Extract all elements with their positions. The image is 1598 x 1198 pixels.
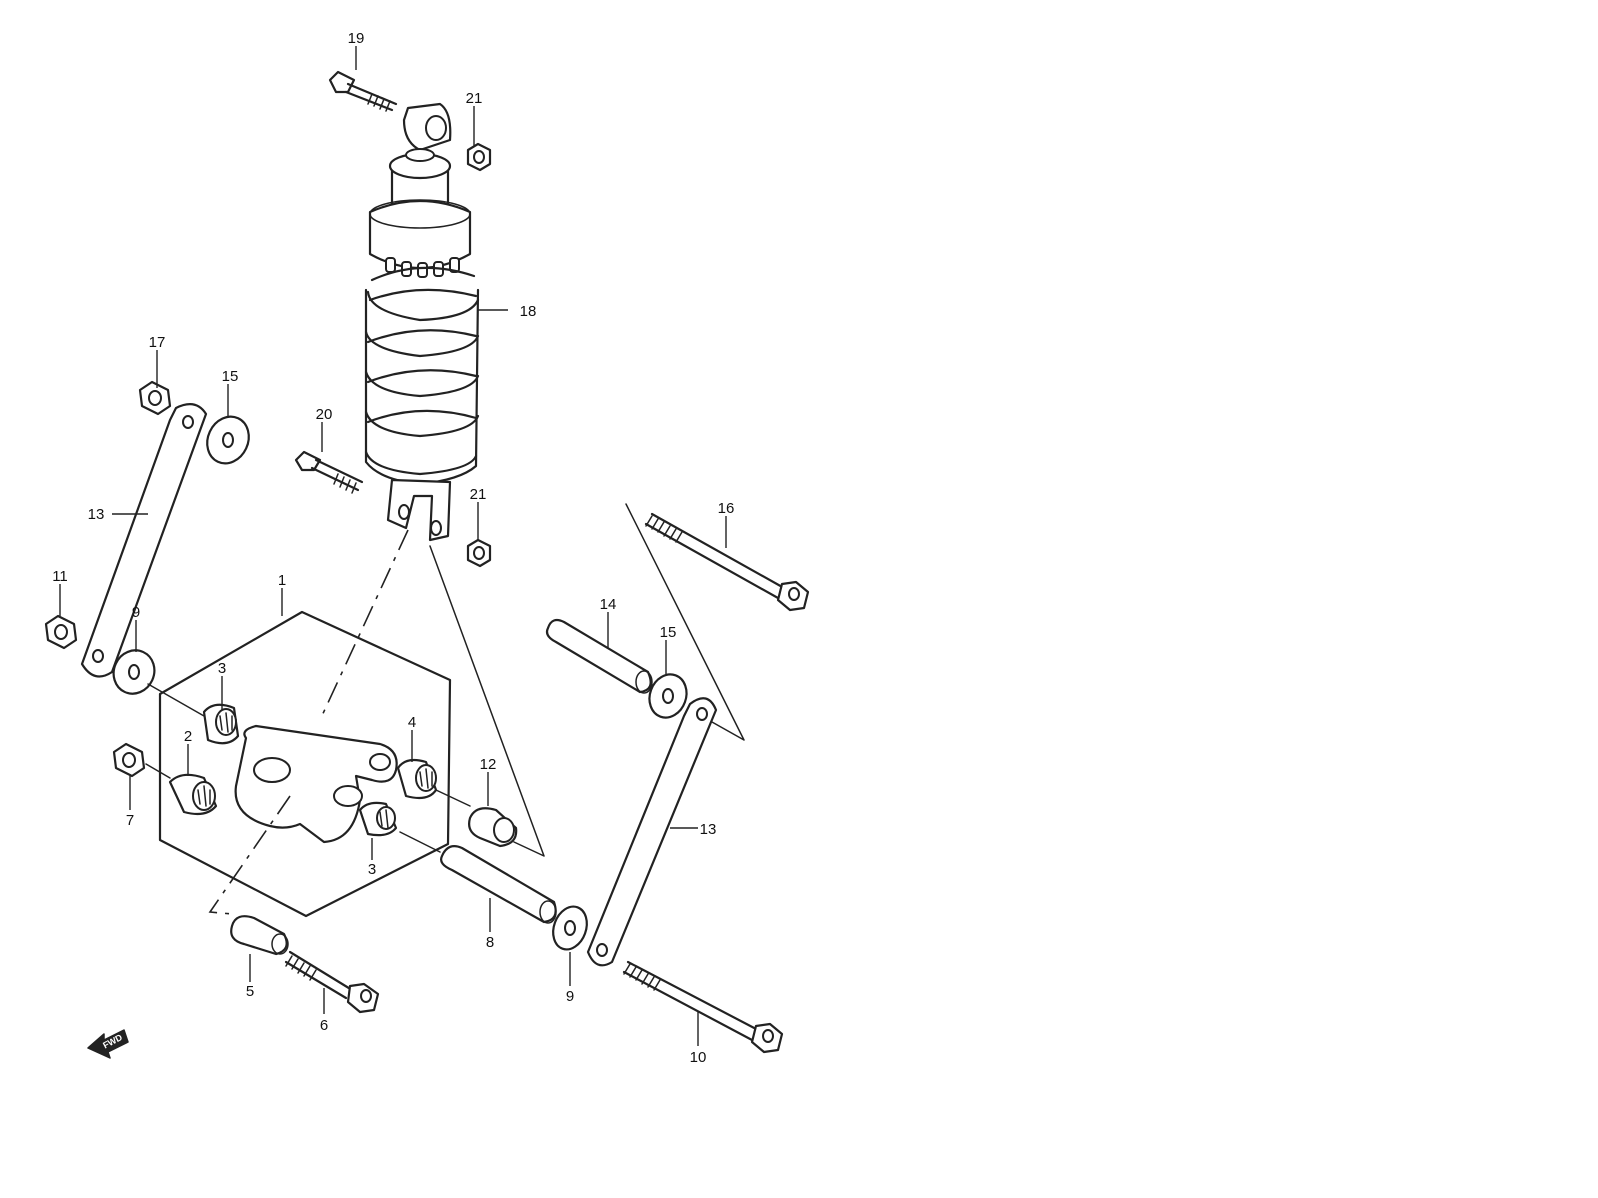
bearing-upper-right[interactable] <box>396 758 438 800</box>
spacer-12[interactable] <box>468 807 518 848</box>
lower-shock-bolt[interactable] <box>294 450 364 494</box>
callout-11: 11 <box>52 568 68 585</box>
assembly-guide-lines <box>145 503 745 915</box>
right-washer-upper[interactable] <box>644 669 693 723</box>
callout-8: 8 <box>486 934 494 951</box>
bearing-lower-left[interactable] <box>168 773 218 816</box>
callout-13-left: 13 <box>88 506 105 523</box>
cushion-lever[interactable] <box>234 724 398 844</box>
callout-leaders <box>59 46 727 1046</box>
callout-13-right: 13 <box>700 821 717 838</box>
left-cushion-rod[interactable] <box>80 403 208 678</box>
callout-15-right: 15 <box>660 624 677 641</box>
right-washer-lower[interactable] <box>547 902 592 954</box>
rear-shock-absorber[interactable] <box>364 102 480 542</box>
spacer-8[interactable] <box>440 845 557 924</box>
rod-upper-bolt[interactable] <box>644 512 810 612</box>
callout-16: 16 <box>718 500 735 517</box>
callout-9-right: 9 <box>566 988 574 1005</box>
callout-1: 1 <box>278 572 286 589</box>
callout-6: 6 <box>320 1017 328 1034</box>
callout-15-left: 15 <box>222 368 239 385</box>
callout-21-lower: 21 <box>470 486 487 503</box>
left-washer-upper[interactable] <box>200 410 257 470</box>
callout-10: 10 <box>690 1049 707 1066</box>
callout-2: 2 <box>184 728 192 745</box>
callout-14: 14 <box>600 596 617 613</box>
callout-21-upper: 21 <box>466 90 483 107</box>
upper-shock-nut[interactable] <box>466 142 492 172</box>
callout-17: 17 <box>149 334 166 351</box>
callout-3-upper: 3 <box>218 660 226 677</box>
callout-7: 7 <box>126 812 134 829</box>
left-rod-nut-upper[interactable] <box>138 380 172 416</box>
lever-bolt[interactable] <box>284 950 380 1014</box>
bearing-upper-left[interactable] <box>202 703 240 745</box>
callout-5: 5 <box>246 983 254 1000</box>
left-rod-nut-lower[interactable] <box>44 614 78 650</box>
upper-shock-bolt[interactable] <box>328 70 398 112</box>
rod-lower-bolt[interactable] <box>622 960 784 1054</box>
callout-12: 12 <box>480 756 497 773</box>
lower-shock-nut[interactable] <box>466 538 492 568</box>
left-washer-lower[interactable] <box>107 644 162 701</box>
callout-labels: 19 21 18 17 15 20 21 13 16 11 1 9 14 15 … <box>52 30 734 1066</box>
callout-20: 20 <box>316 406 333 423</box>
bearing-lower-right[interactable] <box>358 801 398 837</box>
callout-19: 19 <box>348 30 365 47</box>
callout-9-left: 9 <box>132 604 140 621</box>
lever-assembly-outline <box>158 610 452 918</box>
forward-direction-arrow-icon: FWD <box>87 1029 129 1059</box>
callout-4: 4 <box>408 714 416 731</box>
callout-18: 18 <box>520 303 537 320</box>
lever-nut[interactable] <box>112 742 146 778</box>
spacer-14[interactable] <box>545 618 653 694</box>
callout-3-lower: 3 <box>368 861 376 878</box>
spacer-5[interactable] <box>230 915 289 956</box>
right-cushion-rod[interactable] <box>586 697 718 967</box>
